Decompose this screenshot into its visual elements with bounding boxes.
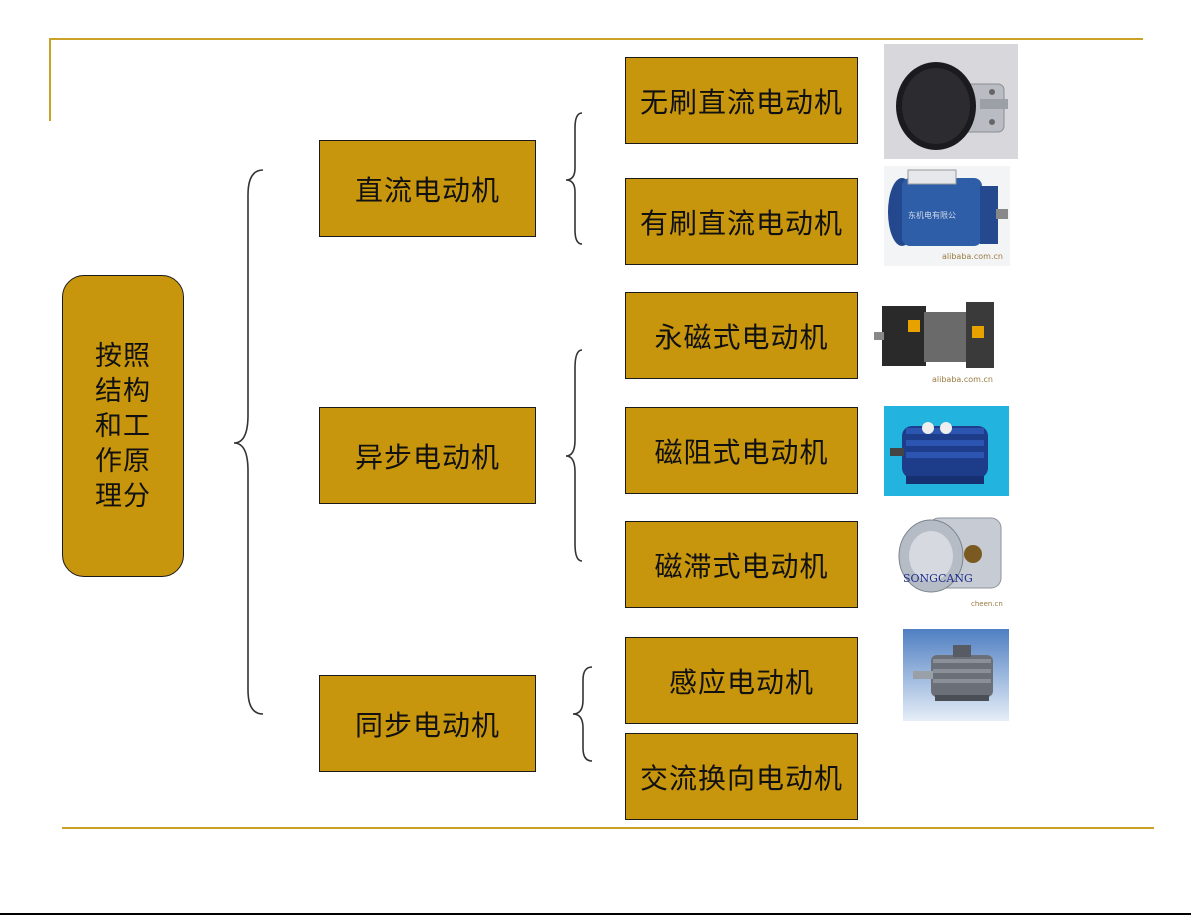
motor-image-brushed: 东机电有限公 alibaba.com.cn: [884, 166, 1010, 266]
motor-image-induction: [903, 629, 1009, 721]
photo-induction-motor: [903, 629, 1009, 721]
type-permanent-magnet: 永磁式电动机: [625, 292, 858, 379]
hysteresis-watermark: cheen.cn: [971, 600, 1003, 608]
root-line-3: 和工: [95, 409, 151, 444]
brace-root: [234, 170, 263, 714]
type-hysteresis: 磁滞式电动机: [625, 521, 858, 608]
hysteresis-brand-text: SONGCANG: [903, 572, 973, 585]
category-async-motor: 异步电动机: [319, 407, 536, 504]
photo-hysteresis-motor: SONGCANG cheen.cn: [889, 508, 1009, 612]
brace-dc: [566, 113, 582, 244]
motor-image-permanent-magnet: alibaba.com.cn: [874, 296, 1006, 386]
root-classification-box: 按照 结构 和工 作原 理分: [62, 275, 184, 577]
root-line-5: 理分: [95, 479, 151, 514]
root-line-4: 作原: [95, 444, 151, 479]
brace-sync: [573, 667, 592, 761]
category-dc-motor: 直流电动机: [319, 140, 536, 237]
photo-brushless-dc-motor: [884, 44, 1018, 159]
photo-brushed-dc-motor: 东机电有限公 alibaba.com.cn: [884, 166, 1010, 266]
brace-async: [566, 350, 582, 561]
root-line-1: 按照: [95, 339, 151, 374]
motor-image-hysteresis: SONGCANG cheen.cn: [889, 508, 1009, 612]
photo-permanent-magnet-motor: alibaba.com.cn: [874, 296, 1006, 386]
brushed-watermark-1: 东机电有限公: [908, 210, 956, 220]
pm-watermark: alibaba.com.cn: [932, 375, 993, 384]
motor-image-brushless: [884, 44, 1018, 159]
brushed-watermark-2: alibaba.com.cn: [942, 252, 1003, 261]
category-sync-motor: 同步电动机: [319, 675, 536, 772]
type-ac-commutator: 交流换向电动机: [625, 733, 858, 820]
root-line-2: 结构: [95, 374, 151, 409]
type-brushed-dc: 有刷直流电动机: [625, 178, 858, 265]
motor-image-reluctance: [884, 406, 1009, 496]
photo-reluctance-motor: [884, 406, 1009, 496]
type-reluctance: 磁阻式电动机: [625, 407, 858, 494]
type-induction: 感应电动机: [625, 637, 858, 724]
type-brushless-dc: 无刷直流电动机: [625, 57, 858, 144]
